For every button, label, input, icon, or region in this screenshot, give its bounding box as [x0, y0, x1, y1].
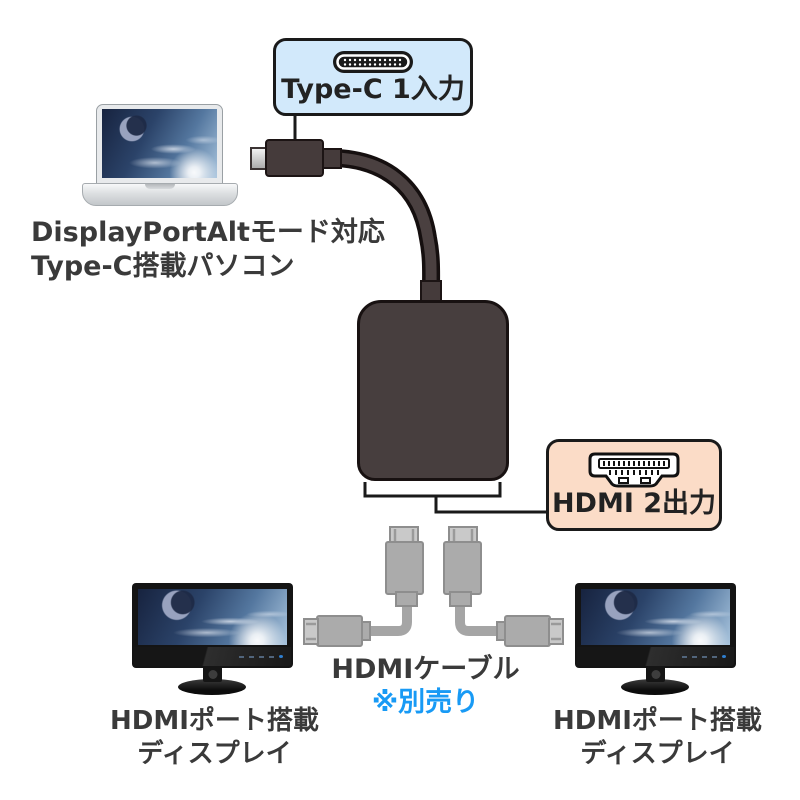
monitor-right-caption-line2: ディスプレイ [580, 739, 735, 769]
laptop-base [82, 183, 238, 206]
monitor-right-caption: HDMIポート搭載 ディスプレイ [545, 705, 770, 771]
laptop-notch [145, 184, 175, 189]
output-bracket-line [363, 482, 546, 514]
source-pc-caption-line1: DisplayPortAltモード対応 [31, 217, 385, 248]
power-led [279, 655, 283, 658]
hdmi-cable-right [443, 526, 564, 647]
monitor-left [132, 583, 293, 668]
power-led [722, 655, 726, 658]
monitor-right-buttons [682, 655, 726, 658]
monitor-right-stand-base [621, 679, 689, 695]
hdmi-cable-sold-separately-note: ※別売り [371, 687, 480, 718]
laptop-screen [96, 104, 223, 184]
hdmi-output-callout: HDMI 2出力 [546, 439, 722, 531]
hdmi-cable-caption: HDMIケーブル ※別売り [303, 653, 548, 719]
type-c-input-callout: Type-C 1入力 [273, 38, 473, 116]
monitor-left-buttons [239, 655, 283, 658]
monitor-left-screen-image [138, 589, 287, 645]
type-c-plug-body [265, 139, 324, 177]
monitor-left-stand-neck [203, 666, 222, 682]
hdmi-output-label: HDMI 2出力 [551, 487, 717, 519]
laptop-screen-image [102, 109, 217, 178]
type-c-connector-icon [333, 50, 413, 73]
source-pc-caption: DisplayPortAltモード対応 Type-C搭載パソコン [31, 216, 385, 284]
monitor-right-stand-neck [646, 666, 665, 682]
source-pc-caption-line2: Type-C搭載パソコン [31, 251, 295, 282]
monitor-left-caption: HDMIポート搭載 ディスプレイ [102, 705, 327, 771]
monitor-left-caption-line1: HDMIポート搭載 [110, 706, 319, 736]
monitor-right-bottom-bezel [577, 647, 734, 666]
adapter-cable [327, 149, 441, 301]
monitor-right [575, 583, 736, 668]
hdmi-connector-icon [588, 452, 680, 487]
type-c-plug-strain-relief [321, 148, 342, 169]
hdmi-cable-caption-line1: HDMIケーブル [331, 654, 520, 685]
monitor-right-screen-image [581, 589, 730, 645]
monitor-left-stand-base [178, 679, 246, 695]
adapter-body [357, 300, 509, 481]
monitor-right-caption-line1: HDMIポート搭載 [553, 706, 762, 736]
monitor-left-bottom-bezel [134, 647, 291, 666]
type-c-input-label: Type-C 1入力 [281, 73, 465, 105]
monitor-left-caption-line2: ディスプレイ [137, 739, 292, 769]
hdmi-cable-left [303, 526, 424, 647]
